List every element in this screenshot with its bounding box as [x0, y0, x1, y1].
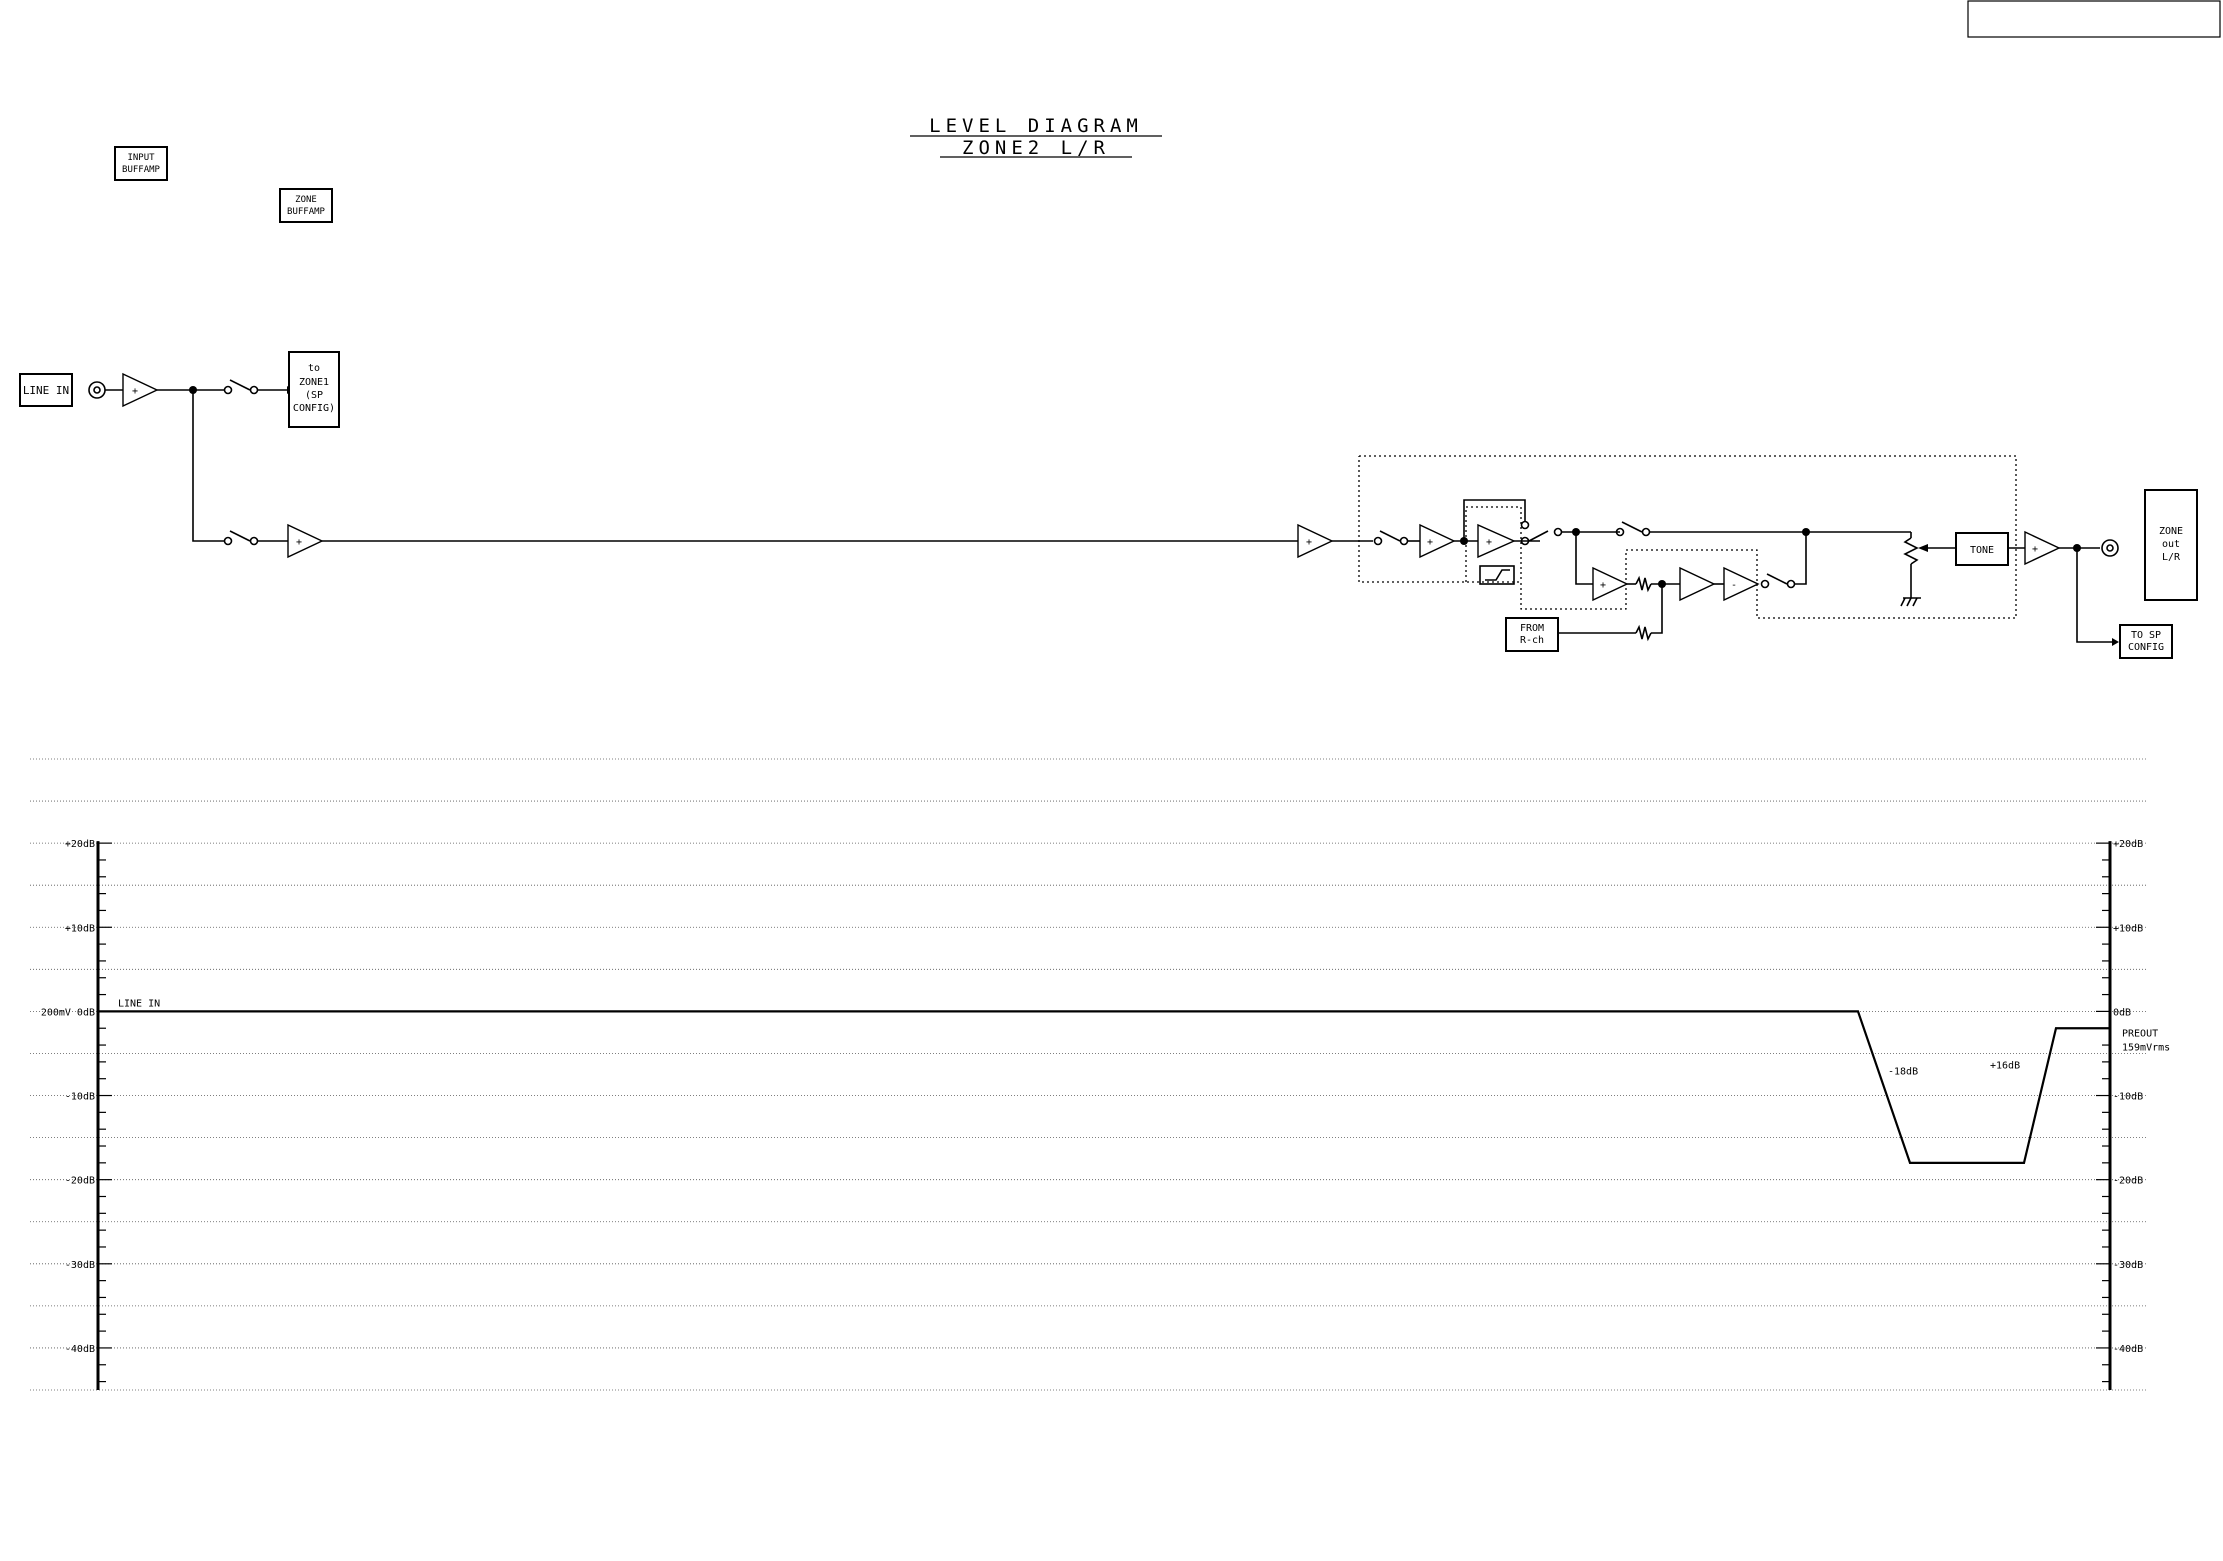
switch-zone1 [223, 379, 259, 395]
line-in-label: LINE IN [23, 384, 69, 397]
amp-sign: + [132, 386, 138, 397]
input-buffamp: + [122, 372, 159, 408]
to-zone1-block: to ZONE1 (SP CONFIG) [288, 351, 340, 428]
left-tick-label: -20dB [65, 1176, 95, 1187]
left-tick-label: +20dB [65, 839, 95, 850]
to-zone1-line3: (SP [305, 390, 323, 401]
switch-ic-input [1373, 530, 1409, 546]
right-tick-label: +10dB [2113, 923, 2143, 934]
legend-input-buffamp-line2: BUFFAMP [122, 165, 161, 175]
zone-out-jack-icon [2101, 539, 2119, 557]
ic-amp-1: + [1419, 523, 1456, 559]
zone-out-line3: L/R [2162, 552, 2181, 563]
chart-tick-labels: +20dB +20dB +10dB +10dB 200mV 0dB 0dB -10dB -10… [41, 839, 2143, 1355]
svg-text:-: - [1731, 580, 1737, 591]
left-tick-label: +10dB [65, 923, 95, 934]
right-tick-label: -10dB [2113, 1092, 2143, 1103]
to-sp-config-line2: CONFIG [2128, 642, 2164, 653]
title-block-frame [1967, 0, 2221, 38]
to-sp-config-block: TO SP CONFIG [2119, 624, 2173, 659]
svg-text:+: + [2032, 544, 2038, 555]
level-trace [98, 1010, 2110, 1164]
legend-input-buffamp: INPUT BUFFAMP [114, 146, 168, 181]
from-rch-line1: FROM [1520, 623, 1544, 634]
left-tick-label: 200mV 0dB [41, 1007, 95, 1018]
svg-text:+: + [1600, 580, 1606, 591]
to-zone1-line2: ZONE1 [299, 377, 329, 388]
left-tick-label: -40dB [65, 1344, 95, 1355]
filter-icon [1479, 565, 1515, 585]
to-zone1-line4: CONFIG) [293, 403, 335, 414]
legend-zone-buffamp: ZONE BUFFAMP [279, 188, 333, 223]
tone-label: TONE [1970, 545, 1994, 556]
ic-amp-3 [1679, 566, 1716, 602]
resistor-icon [1635, 575, 1652, 593]
right-tick-label: +20dB [2113, 839, 2143, 850]
right-tick-label: -40dB [2113, 1344, 2143, 1355]
ic-boundary [1358, 455, 2017, 619]
annotation-preout-level: 159mVrms [2122, 1043, 2170, 1054]
ic-amp-2-volume: + [1477, 523, 1516, 559]
title-line2: ZONE2 L/R [962, 137, 1110, 159]
left-tick-label: -10dB [65, 1092, 95, 1103]
switch-mix-out [1760, 573, 1796, 589]
annotation-line-in: LINE IN [118, 998, 160, 1009]
zone-out-line1: ZONE [2159, 526, 2183, 537]
potentiometer-icon [1900, 532, 1928, 607]
line-in-block: LINE IN [19, 373, 73, 407]
legend-zone-buffamp-line1: ZONE [295, 195, 317, 205]
chart-grid [30, 758, 2148, 1391]
svg-text:+: + [296, 537, 302, 548]
legend-zone-buffamp-line2: BUFFAMP [287, 207, 326, 217]
tone-block: TONE [1955, 532, 2009, 566]
zone-out-line2: out [2162, 539, 2180, 550]
svg-text:+: + [1486, 537, 1492, 548]
from-rch-line2: R-ch [1520, 635, 1544, 646]
title-line1: LEVEL DIAGRAM [929, 115, 1143, 137]
to-sp-config-line1: TO SP [2131, 630, 2161, 641]
right-tick-label: 0dB [2113, 1007, 2131, 1018]
line-in-jack-icon [88, 381, 106, 399]
right-tick-label: -20dB [2113, 1176, 2143, 1187]
annotation-cut: -18dB [1888, 1066, 1918, 1077]
zone-out-block: ZONE out L/R [2144, 489, 2198, 601]
ic-amp-4: - [1723, 566, 1760, 602]
to-zone1-line1: to [308, 363, 320, 374]
level-chart: +20dB +20dB +10dB +10dB 200mV 0dB 0dB -10dB -10… [30, 758, 2170, 1391]
output-buffamp: + [2024, 530, 2061, 566]
switch-zone2 [223, 530, 259, 546]
zone-buffamp-1: + [287, 523, 324, 559]
from-rch-block: FROM R-ch [1505, 617, 1559, 652]
annotation-boost: +16dB [1990, 1060, 2020, 1071]
svg-text:+: + [1427, 537, 1433, 548]
legend-input-buffamp-line1: INPUT [127, 153, 155, 163]
right-tick-label: -30dB [2113, 1260, 2143, 1271]
ic-amp-mix: + [1592, 566, 1629, 602]
resistor-icon [1635, 624, 1652, 642]
annotation-preout: PREOUT [2122, 1028, 2158, 1039]
svg-text:+: + [1306, 537, 1312, 548]
left-tick-label: -30dB [65, 1260, 95, 1271]
zone-buffamp-2: + [1297, 523, 1334, 559]
chart-axes [96, 841, 2112, 1390]
switch-tone-bypass [1615, 521, 1651, 537]
